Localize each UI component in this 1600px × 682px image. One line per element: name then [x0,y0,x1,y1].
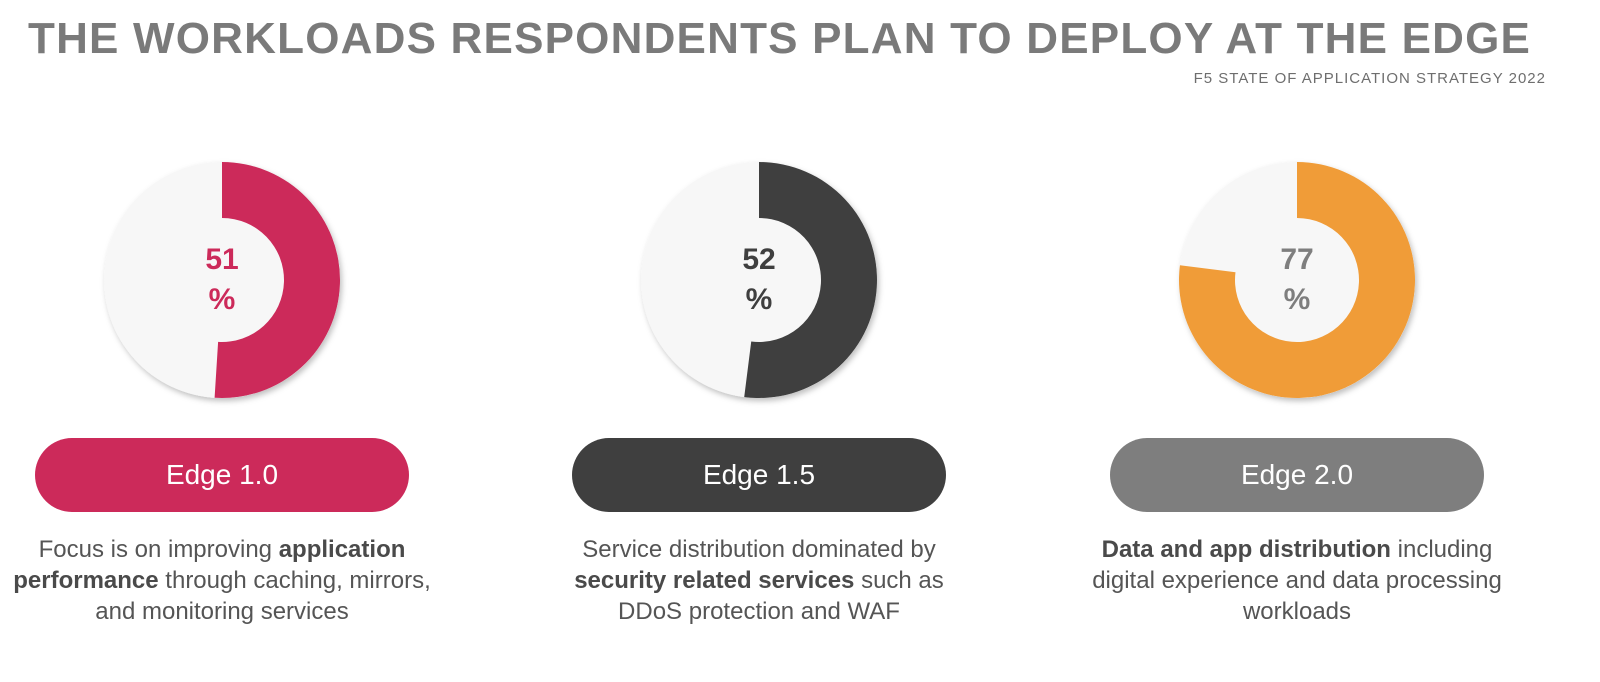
edge-2-0-panel: 77 % Edge 2.0 Data and app distribution … [1087,150,1507,627]
edge-1-5-desc-emphasis: security related services [574,567,855,594]
edge-1-0-donut-arc [214,162,341,398]
edge-1-5-donut-arc [744,162,877,398]
edge-1-0-percent-value: 51 [205,243,239,276]
edge-1-5-panel: 52 % Edge 1.5 Service distribution domin… [549,150,969,627]
edge-1-5-donut: 52 % [629,150,889,410]
edge-1-0-donut: 51 % [92,150,352,410]
edge-1-0-desc-rest: through caching, mirrors, and monitoring… [95,567,431,625]
edge-1-0-description: Focus is on improving application perfor… [12,534,432,627]
page-subtitle: F5 STATE OF APPLICATION STRATEGY 2022 [1193,70,1546,87]
edge-1-0-desc-emphasis: application performance [13,536,406,594]
edge-2-0-percent-value: 77 [1280,243,1314,276]
edge-2-0-percent-sign: % [1283,283,1311,316]
edge-1-5-percent-sign: % [745,283,773,316]
edge-1-5-percent-value: 52 [742,243,776,276]
edge-1-0-panel: 51 % Edge 1.0 Focus is on improving appl… [12,150,432,627]
edge-2-0-donut: 77 % [1167,150,1427,410]
edge-1-5-desc-rest: such as DDoS protection and WAF [618,567,944,625]
page-title: THE WORKLOADS RESPONDENTS PLAN TO DEPLOY… [28,14,1532,63]
edge-1-0-donut-chart [104,162,341,398]
edge-1-0-button[interactable]: Edge 1.0 [35,438,409,512]
edge-2-0-description: Data and app distribution including digi… [1087,534,1507,627]
edge-1-5-desc-lead: Service distribution dominated by [582,536,936,563]
edge-2-0-donut-chart [1179,162,1415,398]
edge-1-5-description: Service distribution dominated by securi… [549,534,969,627]
edge-1-5-button[interactable]: Edge 1.5 [572,438,946,512]
edge-2-0-donut-arc [1179,162,1415,398]
edge-1-5-donut-chart [641,162,877,398]
edge-2-0-desc-emphasis: Data and app distribution [1101,536,1391,563]
edge-2-0-button[interactable]: Edge 2.0 [1110,438,1484,512]
edge-1-0-percent-sign: % [208,283,236,316]
edge-1-0-desc-lead: Focus is on improving [38,536,273,563]
edge-2-0-desc-rest: including digital experience and data pr… [1092,536,1502,625]
